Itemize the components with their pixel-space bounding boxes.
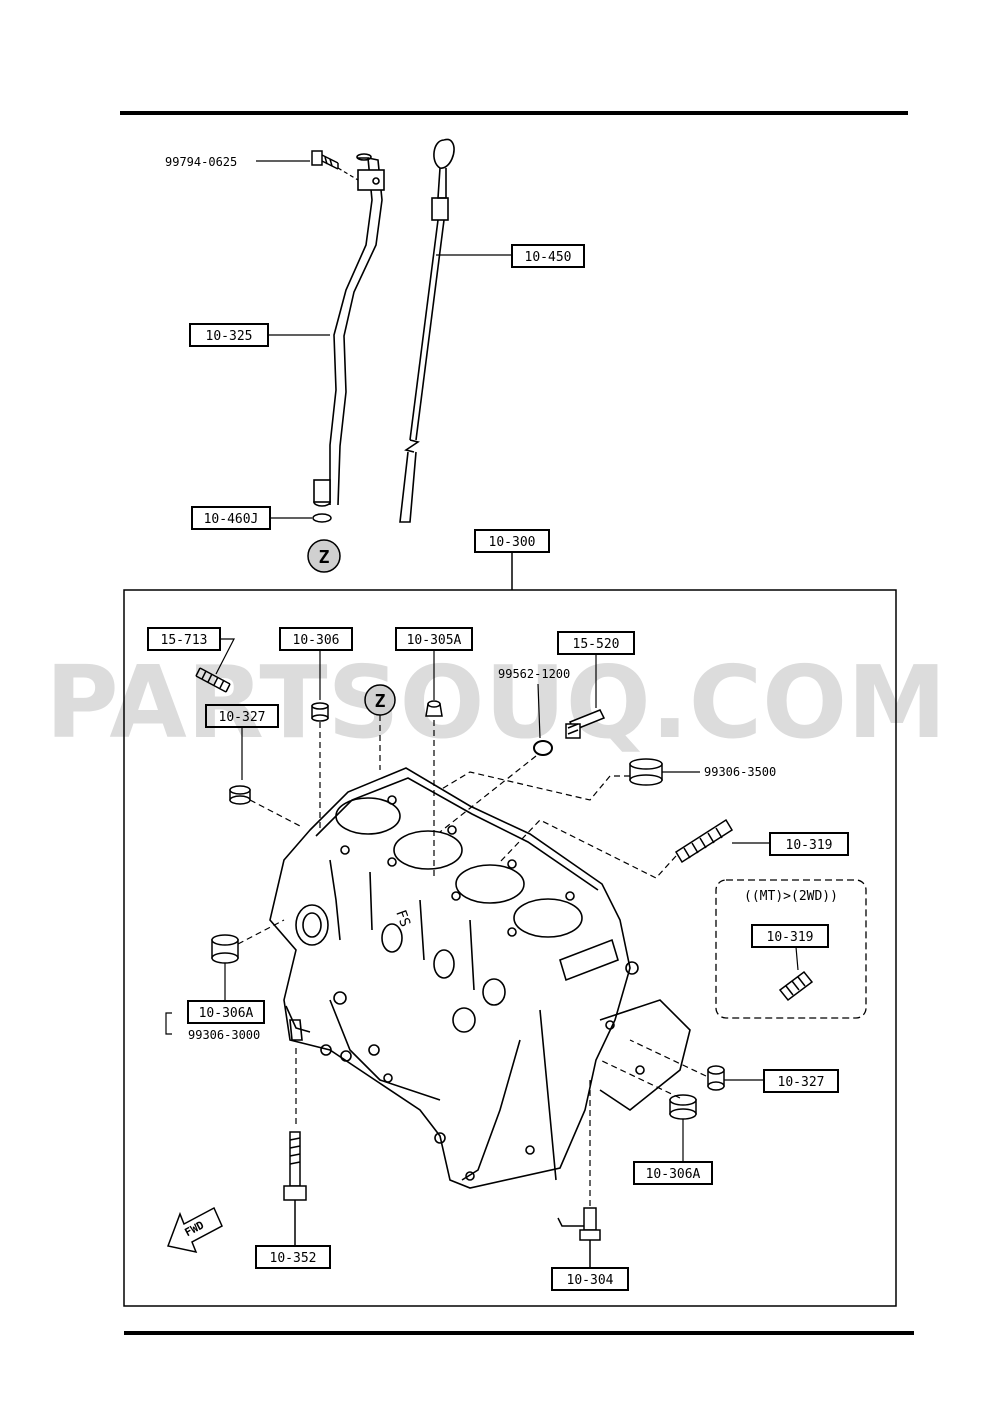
callout-99306-3000[interactable]: 99306-3000 [188, 1028, 260, 1042]
callout-99794-0625[interactable]: 99794-0625 [165, 155, 237, 169]
callout-10-352[interactable]: 10-352 [270, 1251, 317, 1266]
callout-15-520[interactable]: 15-520 [573, 637, 620, 652]
callout-10-300[interactable]: 10-300 [489, 535, 536, 550]
plug-10-305A-drawing [425, 700, 443, 717]
cylinder-block-drawing [269, 767, 691, 1189]
callout-10-304[interactable]: 10-304 [567, 1273, 614, 1288]
bolt-10-352-drawing [283, 1131, 307, 1246]
stud-10-319-drawing [674, 818, 734, 864]
plug-10-306A-left-drawing [211, 934, 239, 964]
fwd-arrow-icon [166, 1206, 223, 1254]
dipstick-drawing [399, 138, 455, 523]
plug-99306-3500-drawing [629, 758, 663, 786]
callout-10-319[interactable]: 10-319 [786, 838, 833, 853]
plug-10-306-drawing [311, 702, 329, 722]
dipstick-guide-tube-drawing [313, 153, 385, 507]
plug-10-306A-right-drawing [669, 1094, 697, 1120]
callout-10-325[interactable]: 10-325 [206, 329, 253, 344]
block-casting-mark: FS [392, 908, 413, 929]
callout-10-460J[interactable]: 10-460J [204, 512, 259, 527]
washer-99562-drawing [533, 740, 553, 756]
callout-10-306[interactable]: 10-306 [293, 633, 340, 648]
callout-10-450[interactable]: 10-450 [525, 250, 572, 265]
callout-99562-1200[interactable]: 99562-1200 [498, 667, 570, 681]
short-stud-10-319-drawing [778, 970, 814, 1002]
variant-condition: ((MT)>(2WD)) [744, 889, 838, 904]
callout-10-327-right[interactable]: 10-327 [778, 1075, 825, 1090]
plug-10-327-left-drawing [229, 785, 251, 805]
bolt-15-713-drawing [195, 667, 231, 693]
callout-10-306A-left[interactable]: 10-306A [199, 1006, 254, 1021]
callout-99306-3500[interactable]: 99306-3500 [704, 765, 776, 779]
callout-10-319-variant[interactable]: 10-319 [767, 930, 814, 945]
plug-10-327-right-drawing [707, 1065, 725, 1091]
callout-10-327-left[interactable]: 10-327 [219, 710, 266, 725]
variant-box [715, 879, 867, 1019]
watermark: PARTSOUQ.COM [45, 644, 946, 761]
callout-10-306A-right[interactable]: 10-306A [646, 1167, 701, 1182]
o-ring-drawing [312, 513, 332, 523]
bolt-99794-drawing [311, 150, 339, 170]
callout-10-305A[interactable]: 10-305A [407, 633, 462, 648]
drain-10-304-drawing [557, 1207, 601, 1268]
block-assembly-frame [123, 589, 897, 1307]
z-marker-top-label: Z [319, 547, 330, 568]
z-marker-top [307, 539, 341, 573]
sensor-15-520-drawing [565, 709, 606, 739]
z-marker-block-label: Z [375, 691, 386, 712]
callout-15-713[interactable]: 15-713 [161, 633, 208, 648]
